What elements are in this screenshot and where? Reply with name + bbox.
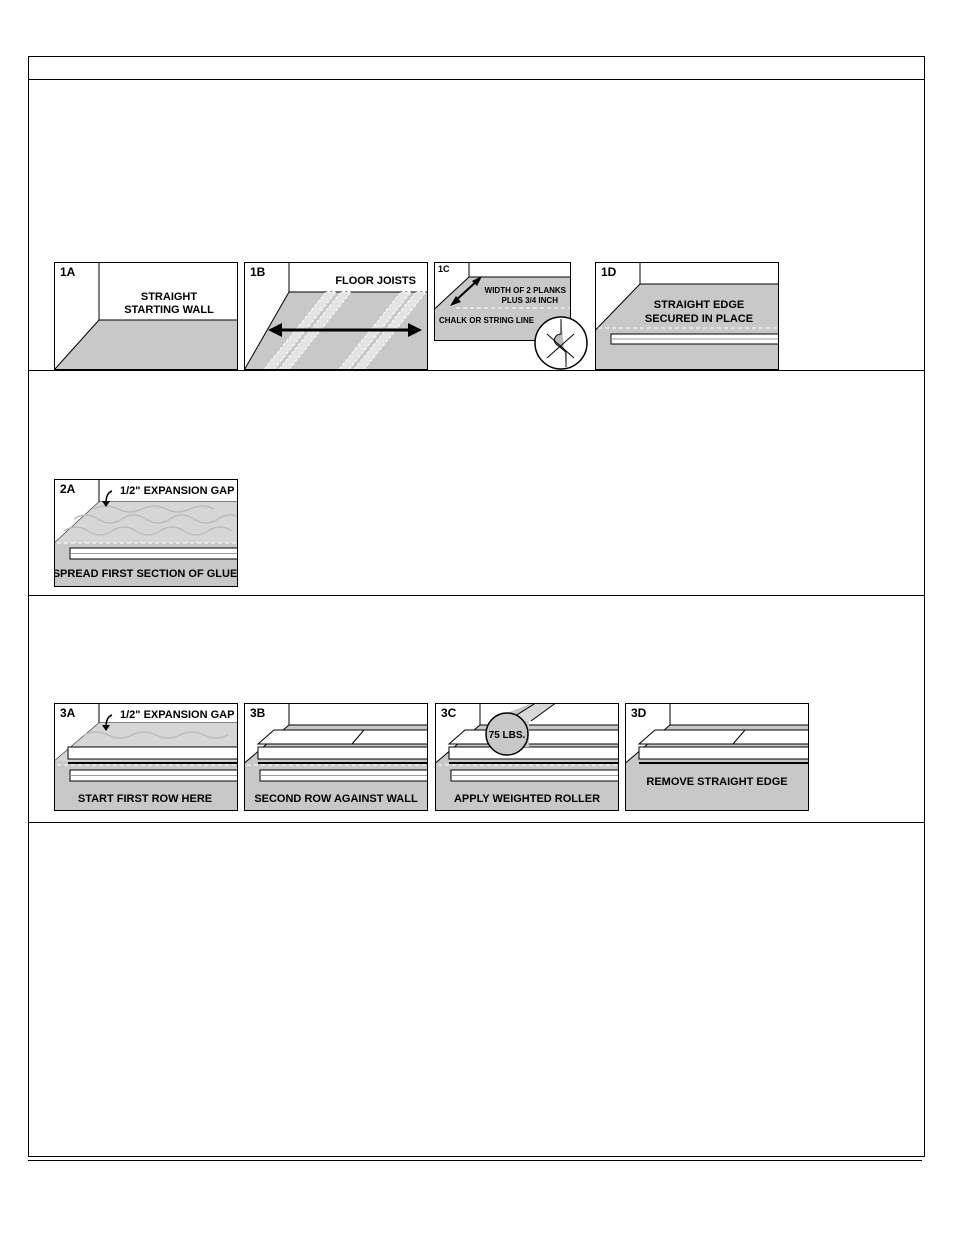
- planks-label-line1: WIDTH OF 2 PLANKS: [485, 286, 567, 295]
- figure-id: 3D: [631, 706, 647, 720]
- figure-id: 1C: [438, 264, 450, 274]
- joists-label: FLOOR JOISTS: [335, 275, 416, 287]
- figure-id: 1A: [60, 265, 76, 279]
- figure-id: 1B: [250, 265, 266, 279]
- figure-1c: 1C WIDTH OF 2 PLANKS PLUS 3/4 INCH CHALK…: [434, 262, 590, 370]
- expansion-gap-label: 1/2" EXPANSION GAP: [120, 709, 234, 721]
- figure-1b: 1B FLOOR JOISTS: [244, 262, 428, 370]
- figure-2a: 2A 1/2" EXPANSION GAP SPREAD FIRST SECTI…: [54, 479, 238, 587]
- wall-label-line1: STRAIGHT: [141, 291, 198, 303]
- figure-id: 3A: [60, 706, 76, 720]
- edge-label-line1: STRAIGHT EDGE: [654, 299, 744, 311]
- document-frame: [28, 56, 925, 1157]
- chalk-line-label: CHALK OR STRING LINE: [439, 316, 535, 325]
- figure-id: 3B: [250, 706, 266, 720]
- figure-1d: 1D STRAIGHT EDGE SECURED IN PLACE: [595, 262, 779, 370]
- figure-id: 1D: [601, 265, 617, 279]
- figure-3a: 3A 1/2" EXPANSION GAP START FIRST ROW HE…: [54, 703, 238, 811]
- expansion-gap-label: 1/2" EXPANSION GAP: [120, 485, 234, 497]
- header-divider: [28, 79, 925, 80]
- first-row-caption: START FIRST ROW HERE: [78, 793, 212, 805]
- section-divider-3: [28, 822, 925, 823]
- figure-3c: 3C 75 LBS. APPLY WEIGHTED ROLLER: [435, 703, 619, 811]
- glue-caption: SPREAD FIRST SECTION OF GLUE: [54, 568, 237, 580]
- wall-label-line2: STARTING WALL: [124, 304, 214, 316]
- figure-1a: 1A STRAIGHT STARTING WALL: [54, 262, 238, 370]
- roller-caption: APPLY WEIGHTED ROLLER: [454, 793, 600, 805]
- second-row-caption: SECOND ROW AGAINST WALL: [254, 793, 418, 805]
- figure-3d: 3D REMOVE STRAIGHT EDGE: [625, 703, 809, 811]
- figure-3b: 3B SECOND ROW AGAINST WALL: [244, 703, 428, 811]
- figure-id: 2A: [60, 482, 76, 496]
- roller-weight-label: 75 LBS.: [489, 730, 526, 741]
- figure-id: 3C: [441, 706, 457, 720]
- footer-rule: [28, 1160, 922, 1161]
- planks-label-line2: PLUS 3/4 INCH: [502, 296, 559, 305]
- remove-edge-caption: REMOVE STRAIGHT EDGE: [646, 776, 787, 788]
- section-divider-1: [28, 370, 925, 371]
- section-divider-2: [28, 595, 925, 596]
- edge-label-line2: SECURED IN PLACE: [645, 313, 753, 325]
